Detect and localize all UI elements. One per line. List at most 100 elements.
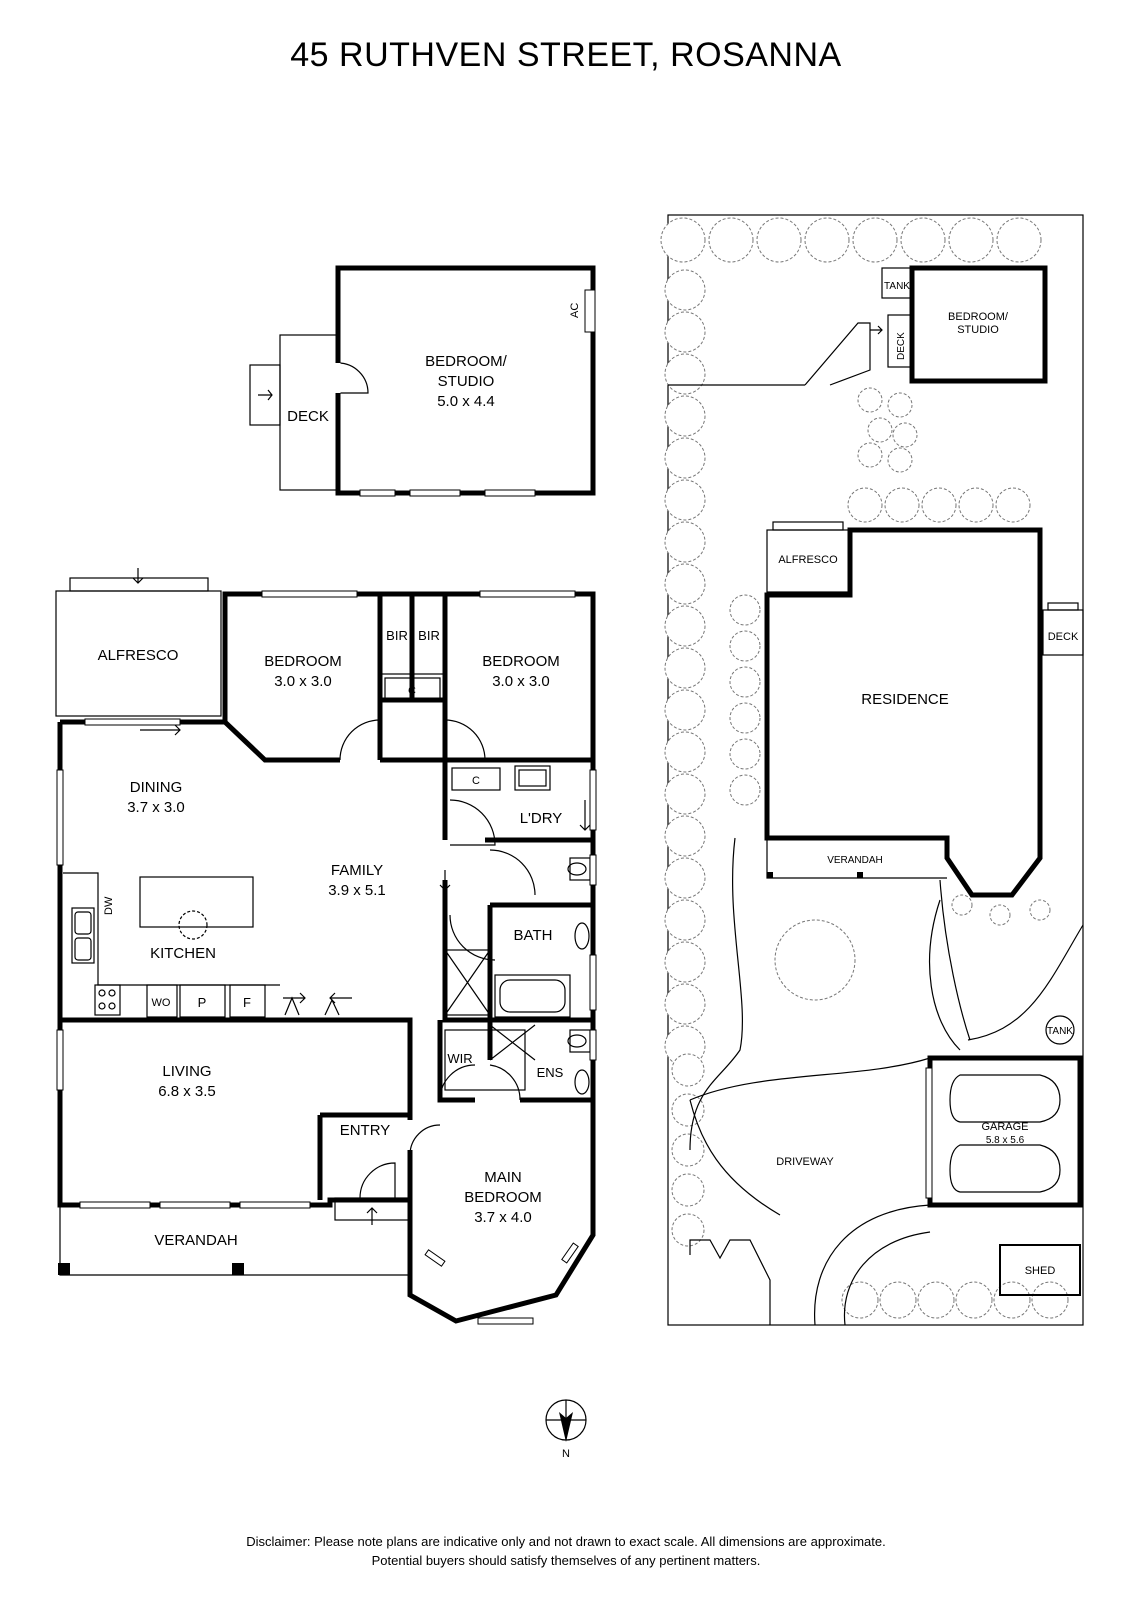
tree-icon [955,1281,993,1319]
wir-label: WIR [447,1051,472,1066]
site-boundary [667,214,1084,1326]
site-plan: TANK DECK BEDROOM/ STUDIO ALFRESCO RESID… [660,214,1084,1326]
tree-icon [921,487,957,523]
site-deck-1-label: DECK [896,332,907,360]
tree-icon [664,437,706,479]
entry-label: ENTRY [340,1122,391,1139]
tree-icon [664,857,706,899]
tree-icon [892,422,918,448]
tree-icon [917,1281,955,1319]
tree-icon [664,605,706,647]
studio-dims: 5.0 x 4.4 [437,393,495,410]
tree-icon [664,563,706,605]
tree-icon [664,353,706,395]
tree-icon [729,702,761,734]
tree-icon [756,217,802,263]
tree-icon [664,773,706,815]
tree-icon [729,666,761,698]
site-tank-1-label: TANK [884,281,910,292]
compass-label: N [562,1448,570,1460]
main-bedroom-dims: 3.7 x 4.0 [474,1209,532,1226]
alfresco-label: ALFRESCO [98,647,179,664]
kitchen-label: KITCHEN [150,945,216,962]
tree-icon [729,630,761,662]
studio-name-2: STUDIO [438,373,495,390]
tree-icon [847,487,883,523]
dining-name: DINING [130,779,183,796]
bedroom-1-name: BEDROOM [264,653,342,670]
floor-plan: BEDROOM/ STUDIO 5.0 x 4.4 AC DECK ALFRES… [55,265,597,1325]
tree-icon [664,941,706,983]
residence-label: RESIDENCE [861,691,949,708]
tree-icon [660,217,706,263]
main-bedroom-name: MAIN [484,1169,522,1186]
dw-label: DW [103,896,115,915]
tree-icon [729,738,761,770]
compass-arrow-icon [559,1412,573,1442]
main-bedroom-name-2: BEDROOM [464,1189,542,1206]
living-dims: 6.8 x 3.5 [158,1083,216,1100]
site-alfresco-label: ALFRESCO [778,554,838,566]
tree-icon [671,1093,705,1127]
tree-icon [729,774,761,806]
bir-1-label: BIR [386,628,408,643]
fridge-label: F [243,995,251,1010]
tree-icon [857,387,883,413]
bedroom-2-dims: 3.0 x 3.0 [492,673,550,690]
laundry-label: L'DRY [520,810,563,827]
tree-icon [664,269,706,311]
tree-icon [951,894,973,916]
tree-icon [948,217,994,263]
site-verandah-label: VERANDAH [827,855,883,866]
site-deck-2-label: DECK [1048,631,1079,643]
shed-label: SHED [1025,1265,1056,1277]
site-studio-name: BEDROOM/ [948,311,1009,323]
pantry-label: P [198,995,207,1010]
tree-icon [887,447,913,473]
studio-deck-label: DECK [287,408,329,425]
bath-label: BATH [514,927,553,944]
site-trees [660,217,1069,1319]
site-studio-name-2: STUDIO [957,324,999,336]
garage-dims: 5.8 x 5.6 [986,1135,1025,1146]
studio-name: BEDROOM/ [425,353,508,370]
living-name: LIVING [162,1063,211,1080]
disclaimer-line-1: Disclaimer: Please note plans are indica… [246,1534,886,1549]
tree-icon [857,442,883,468]
tree-icon [993,1281,1031,1319]
tree-icon [887,392,913,418]
ens-label: ENS [537,1065,564,1080]
driveway-label: DRIVEWAY [776,1156,834,1168]
residence-outline [764,527,1043,898]
tree-icon [867,417,893,443]
tree-icon [664,521,706,563]
tree-icon [664,647,706,689]
tree-icon [804,217,850,263]
dining-dims: 3.7 x 3.0 [127,799,185,816]
tree-icon [1031,1281,1069,1319]
tree-icon [995,487,1031,523]
tree-icon [664,311,706,353]
tree-icon [900,217,946,263]
cupboard-2-label: C [472,775,480,787]
tree-icon [664,689,706,731]
cupboard-1-label: C [408,685,416,697]
wo-label: WO [152,997,171,1009]
ac-label: AC [569,303,581,318]
disclaimer-line-2: Potential buyers should satisfy themselv… [372,1553,761,1568]
tree-icon [671,1133,705,1167]
tree-icon [671,1173,705,1207]
family-dims: 3.9 x 5.1 [328,882,386,899]
tree-icon [708,217,754,263]
compass: N [545,1399,587,1460]
tree-icon [664,983,706,1025]
studio-building: BEDROOM/ STUDIO 5.0 x 4.4 AC DECK [249,265,596,497]
tree-icon [664,395,706,437]
tree-icon [996,217,1042,263]
tree-icon [664,815,706,857]
tree-icon [671,1213,705,1247]
tree-icon [958,487,994,523]
garage-name: GARAGE [981,1121,1028,1133]
tree-icon [1029,899,1051,921]
verandah-label: VERANDAH [154,1232,237,1249]
